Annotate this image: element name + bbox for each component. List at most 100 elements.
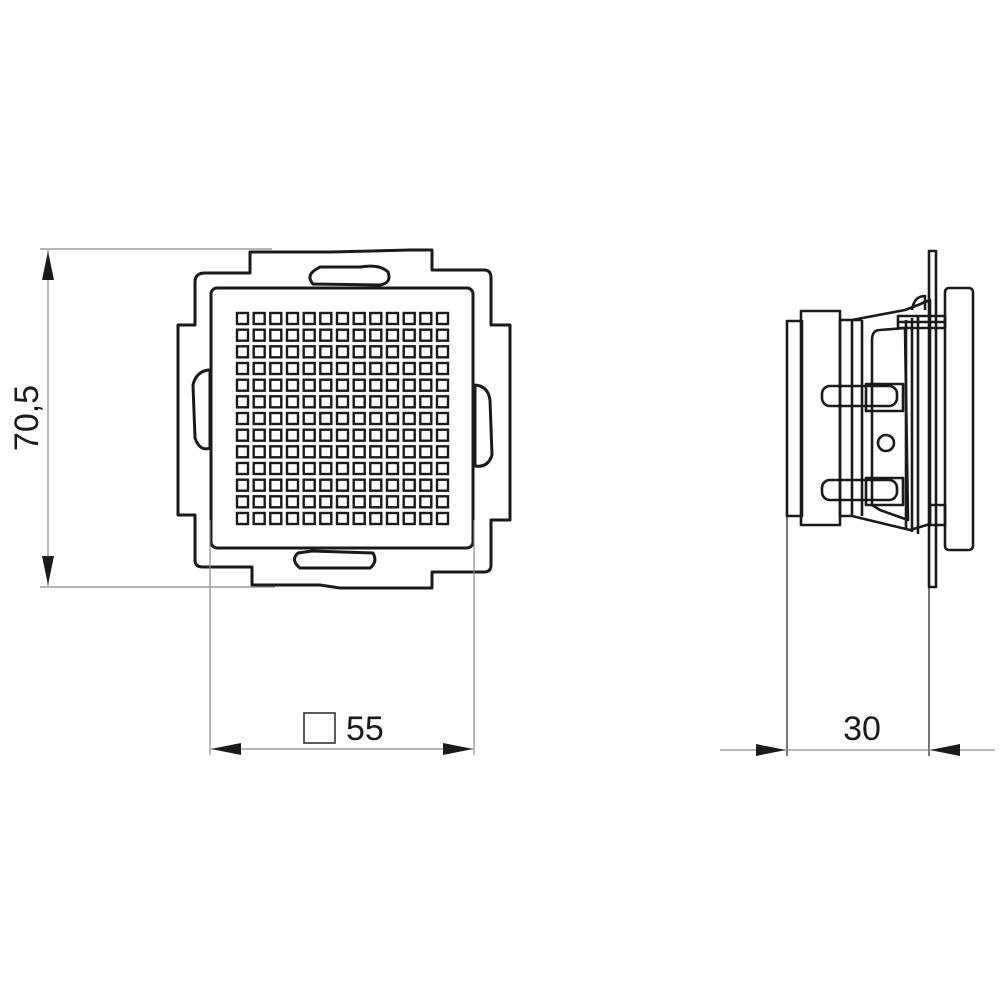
grille-hole [352, 461, 366, 476]
grille-hole [285, 395, 300, 409]
grille-hole [352, 445, 366, 459]
grille-hole [235, 395, 250, 409]
grille-hole [352, 478, 366, 492]
grille-hole [235, 478, 250, 492]
grille-hole [385, 511, 400, 526]
outer-frame [176, 248, 512, 590]
grille-hole [402, 328, 416, 342]
grille-hole [419, 361, 433, 376]
grille-hole [385, 311, 400, 326]
grille-hole [235, 495, 250, 509]
grille-hole [235, 345, 250, 359]
grille-hole [369, 311, 383, 326]
grille-hole [435, 511, 450, 526]
housing-ring [838, 318, 854, 518]
grille-hole [419, 461, 433, 476]
grille-hole [269, 428, 283, 442]
lower-claw [820, 478, 899, 502]
upper-claw [820, 384, 899, 408]
grille-hole [235, 428, 250, 442]
grille-hole [302, 411, 316, 426]
grille-hole [235, 378, 250, 392]
grille-hole [419, 478, 433, 492]
grille-hole [385, 478, 400, 492]
grille-hole [402, 311, 416, 326]
grille-hole [285, 445, 300, 459]
grille-hole [335, 461, 350, 476]
grille-hole [235, 411, 250, 426]
grille-hole [435, 328, 450, 342]
grille-hole [285, 511, 300, 526]
grille-hole [319, 461, 333, 476]
grille-hole [252, 395, 266, 409]
grille-hole [302, 328, 316, 342]
width-dimension-label: 55 [346, 710, 384, 748]
grille-hole [269, 378, 283, 392]
grille-hole [269, 311, 283, 326]
grille-hole [319, 345, 333, 359]
grille-hole [402, 495, 416, 509]
rear-housing [799, 309, 842, 527]
grille-hole [352, 345, 366, 359]
grille-hole [435, 345, 450, 359]
grille-hole [385, 428, 400, 442]
grille-hole [285, 311, 300, 326]
grille-hole [435, 478, 450, 492]
grille-hole [335, 395, 350, 409]
grille-hole [252, 411, 266, 426]
grille-hole [352, 428, 366, 442]
grille-hole [402, 428, 416, 442]
grille-hole [319, 495, 333, 509]
grille-hole [435, 378, 450, 392]
grille-hole [369, 345, 383, 359]
grille-hole [402, 378, 416, 392]
grille-hole [269, 445, 283, 459]
grille-hole [352, 328, 366, 342]
grille-hole [335, 345, 350, 359]
grille-hole [252, 478, 266, 492]
grille-hole [352, 311, 366, 326]
grille-hole [302, 428, 316, 442]
grille-hole [235, 445, 250, 459]
grille-hole [335, 328, 350, 342]
grille-hole [369, 395, 383, 409]
grille-hole [352, 395, 366, 409]
grille-hole [369, 511, 383, 526]
grille-hole [285, 495, 300, 509]
grille-hole [302, 495, 316, 509]
right-slot [473, 383, 494, 468]
grille-hole [335, 511, 350, 526]
grille-hole [419, 495, 433, 509]
grille-hole [252, 495, 266, 509]
grille-hole [269, 328, 283, 342]
grille-hole [269, 411, 283, 426]
side-view [785, 249, 975, 589]
grille-hole [369, 478, 383, 492]
depth-dimension-label: 30 [843, 710, 881, 748]
grille-hole [402, 411, 416, 426]
grille-hole [369, 411, 383, 426]
speaker-grille [235, 311, 450, 526]
grille-hole [285, 378, 300, 392]
grille-hole [435, 395, 450, 409]
grille-hole [285, 328, 300, 342]
grille-hole [419, 311, 433, 326]
grille-hole [319, 378, 333, 392]
grille-hole [402, 361, 416, 376]
grille-hole [385, 361, 400, 376]
grille-hole [369, 361, 383, 376]
grille-hole [302, 511, 316, 526]
grille-hole [252, 428, 266, 442]
grille-hole [435, 495, 450, 509]
grille-hole [385, 345, 400, 359]
grille-hole [352, 361, 366, 376]
grille-hole [319, 328, 333, 342]
grille-hole [252, 461, 266, 476]
grille-hole [385, 495, 400, 509]
grille-hole [269, 345, 283, 359]
grille-hole [435, 411, 450, 426]
grille-hole [319, 511, 333, 526]
grille-hole [235, 361, 250, 376]
height-dimension-label: 70,5 [8, 385, 46, 451]
